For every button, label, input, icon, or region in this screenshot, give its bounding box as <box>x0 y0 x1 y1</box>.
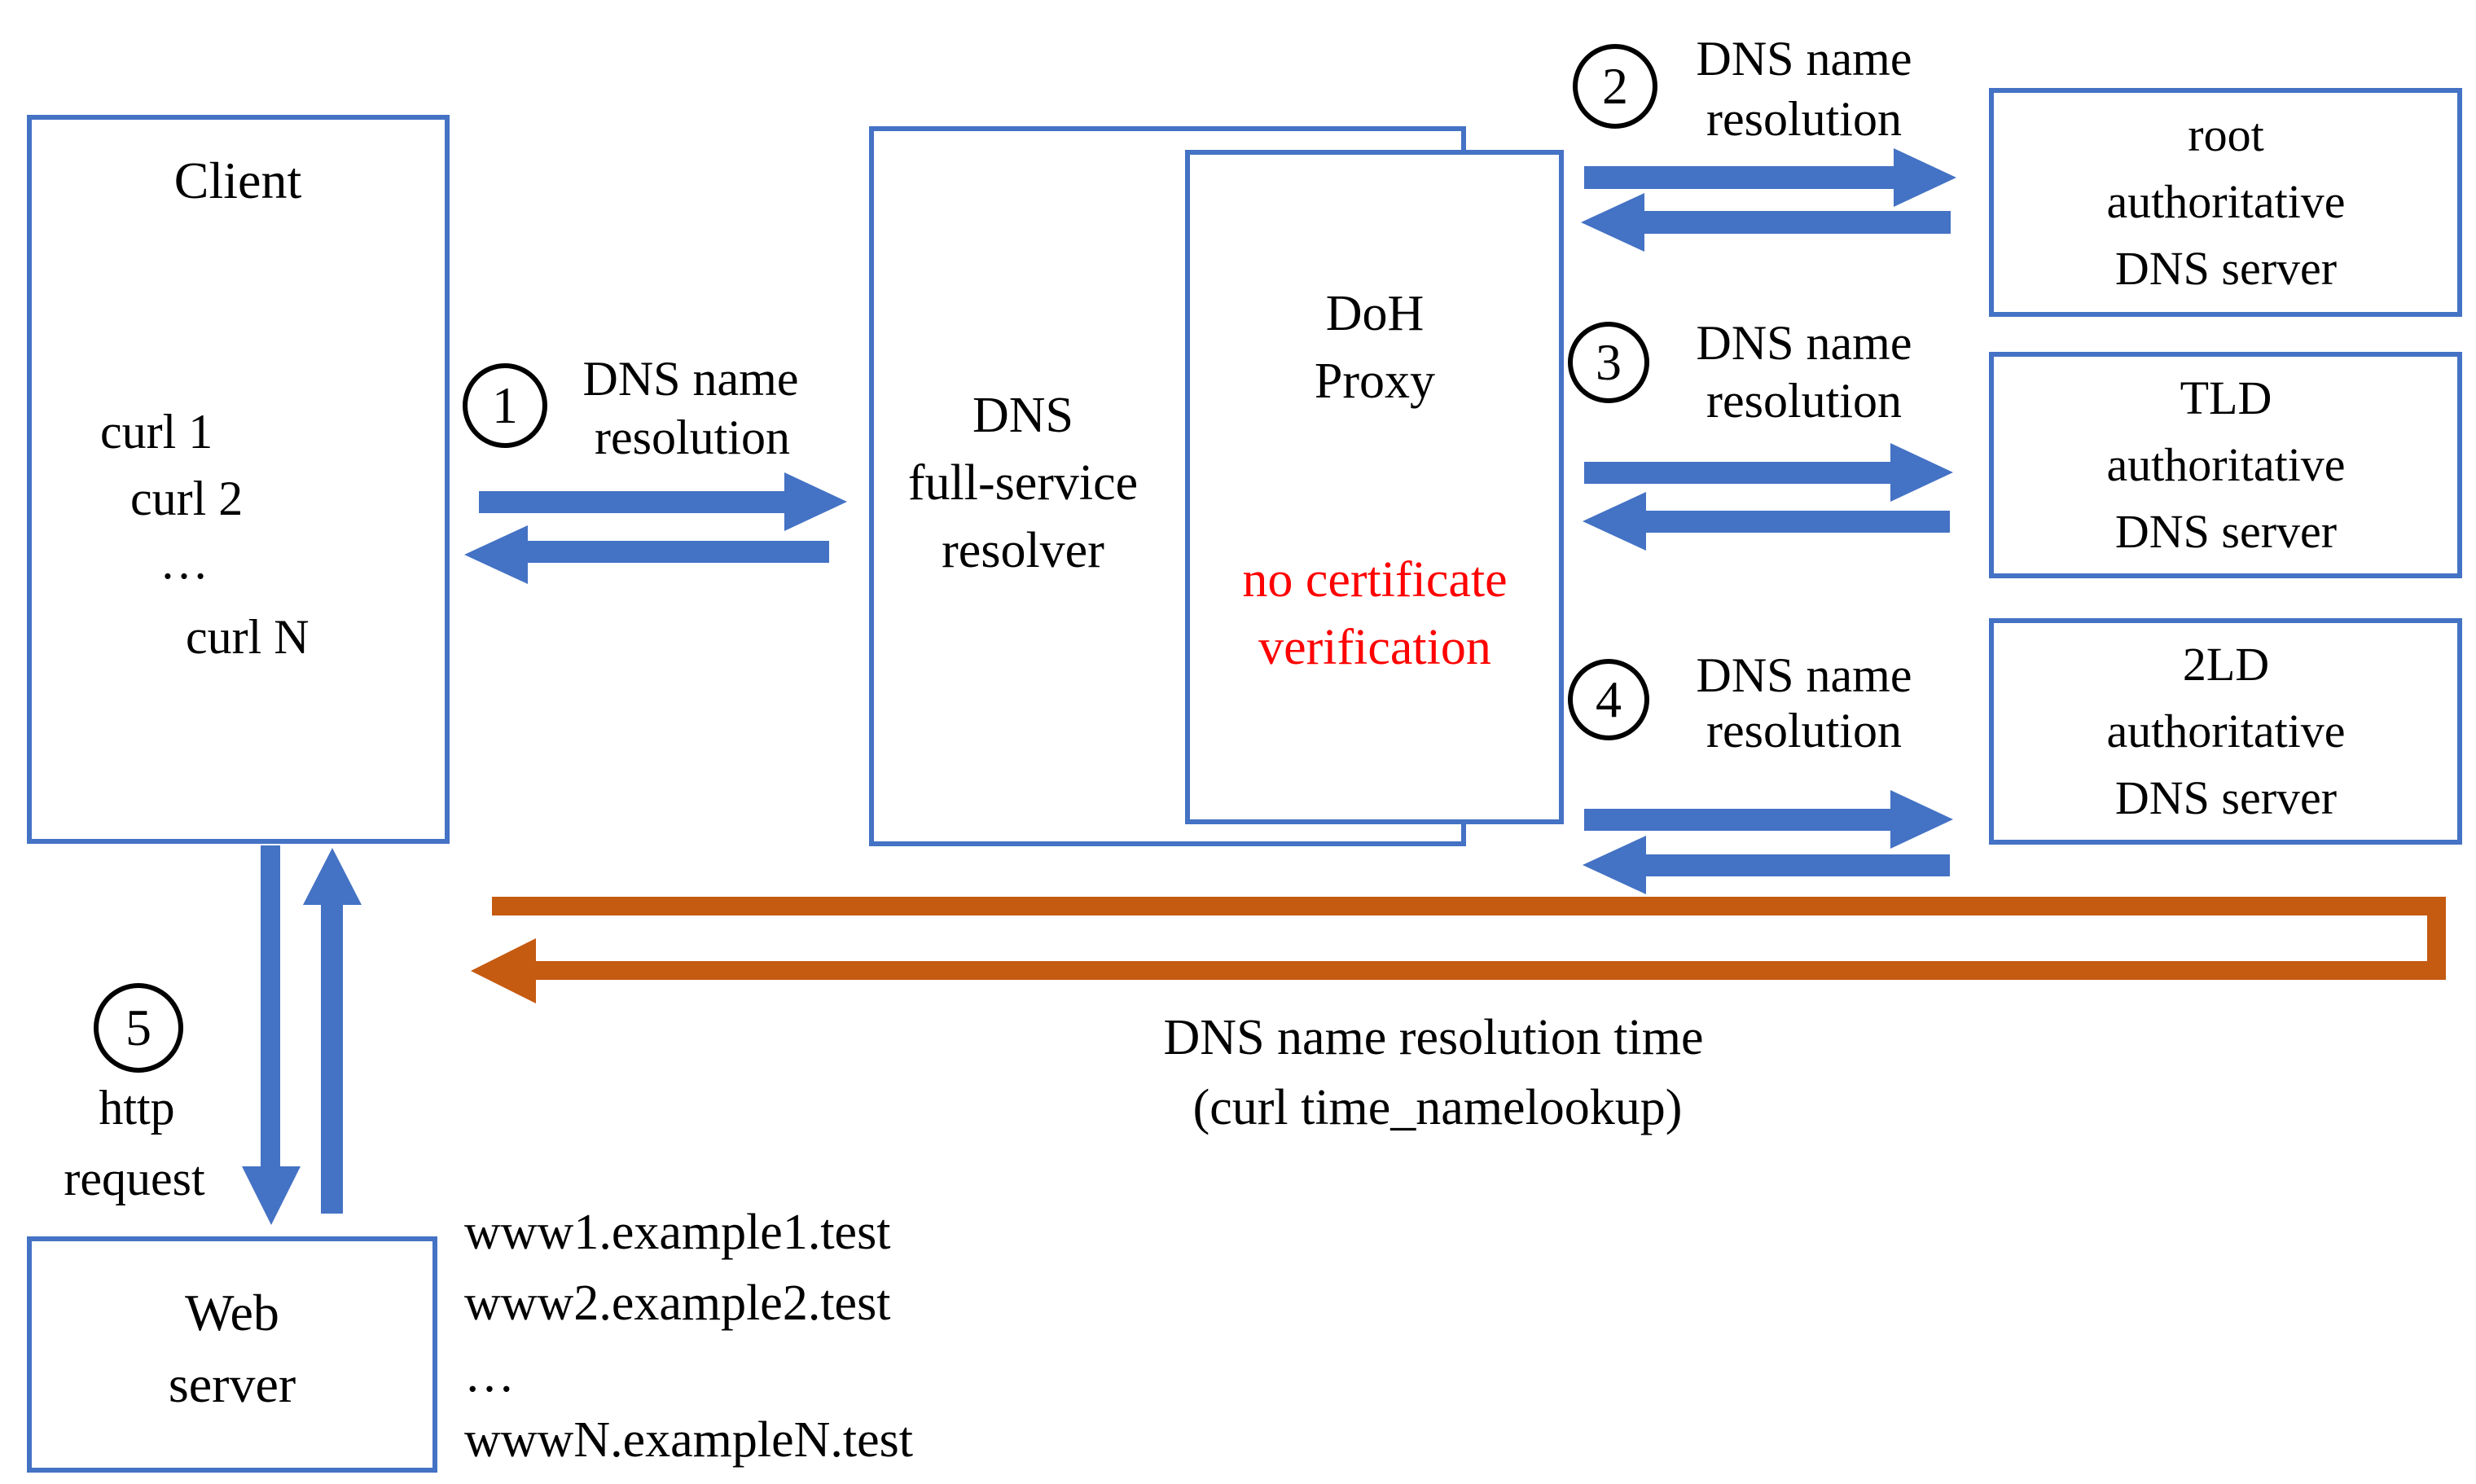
sld-dns-box <box>1989 618 2462 845</box>
step-5-badge: 5 <box>94 983 183 1073</box>
step-2-query-arrow-head <box>1894 148 1956 207</box>
step-5-request-arrow-shaft <box>261 845 280 1166</box>
step-3-badge: 3 <box>1568 322 1649 403</box>
sld-dns-line2: authoritative <box>2106 705 2346 757</box>
step-4-query-arrow-shaft <box>1584 809 1890 831</box>
web-server-box <box>27 1236 437 1473</box>
hostname-2: www2.example2.test <box>464 1275 891 1331</box>
step-3-query-arrow-head <box>1890 443 1953 502</box>
timing-arrow-bottom-bar <box>536 961 2446 980</box>
tld-dns-line3: DNS server <box>2114 505 2338 558</box>
step-5-label-line2: request <box>64 1152 205 1205</box>
tld-dns-line1: TLD <box>2180 371 2272 424</box>
root-dns-line2: authoritative <box>2106 175 2346 228</box>
step-1-label-line1: DNS name <box>582 352 799 406</box>
step-5-response-arrow-shaft <box>321 905 343 1214</box>
step-4-query-arrow-head <box>1890 790 1953 849</box>
step-4-badge: 4 <box>1568 659 1649 740</box>
curl-job-1: curl 1 <box>100 405 213 459</box>
doh-proxy-box <box>1185 150 1564 824</box>
step-2-badge: 2 <box>1573 44 1657 129</box>
root-dns-box <box>1989 88 2462 317</box>
root-dns-line1: root <box>2188 108 2264 161</box>
step-2-label-line1: DNS name <box>1696 32 1912 86</box>
timing-label-line1: DNS name resolution time <box>1163 1010 1704 1065</box>
curl-job-n: curl N <box>186 610 310 664</box>
step-2-label-line2: resolution <box>1706 92 1902 146</box>
web-server-line2: server <box>168 1355 296 1413</box>
timing-arrow-head <box>471 938 536 1003</box>
sld-dns-line3: DNS server <box>2114 771 2338 824</box>
curl-job-2: curl 2 <box>130 472 244 525</box>
tld-dns-line2: authoritative <box>2106 438 2346 491</box>
step-5-label-line1: http <box>99 1081 175 1135</box>
step-1-response-arrow-shaft <box>528 541 829 563</box>
step-5-response-arrow-head <box>303 848 362 905</box>
doh-label-line2: Proxy <box>1314 353 1436 409</box>
step-1-badge: 1 <box>463 363 547 448</box>
resolver-label-line1: DNS <box>972 388 1074 443</box>
step-2-query-arrow-shaft <box>1584 166 1894 189</box>
doh-warning-line1: no certificate <box>1242 552 1508 608</box>
client-title: Client <box>173 151 302 209</box>
step-2-response-arrow-head <box>1581 193 1644 252</box>
step-3-label-line2: resolution <box>1706 374 1902 428</box>
resolver-label-line3: resolver <box>942 523 1104 578</box>
hostname-1: www1.example1.test <box>464 1205 891 1260</box>
step-5-request-arrow-head <box>242 1166 301 1225</box>
root-dns-line3: DNS server <box>2114 242 2338 295</box>
step-1-response-arrow-head <box>464 525 528 584</box>
step-1-query-arrow-shaft <box>479 491 784 513</box>
web-server-line1: Web <box>185 1284 279 1341</box>
step-4-label-line2: resolution <box>1706 704 1902 757</box>
tld-dns-box <box>1989 352 2462 578</box>
timing-arrow-top-bar <box>492 897 2446 915</box>
step-4-label-line1: DNS name <box>1696 648 1912 702</box>
doh-warning-line2: verification <box>1258 620 1491 675</box>
step-3-query-arrow-shaft <box>1584 462 1890 484</box>
step-2-response-arrow-shaft <box>1644 211 1951 234</box>
resolver-label-line2: full-service <box>907 455 1139 511</box>
client-box <box>27 115 450 844</box>
step-4-response-arrow-shaft <box>1644 854 1950 876</box>
hostname-ellipsis: … <box>464 1347 515 1403</box>
timing-arrow-right-connector <box>2427 897 2446 980</box>
step-3-label-line1: DNS name <box>1696 316 1912 370</box>
step-1-label-line2: resolution <box>595 411 790 464</box>
sld-dns-line1: 2LD <box>2182 638 2270 691</box>
doh-label-line1: DoH <box>1325 286 1425 341</box>
step-4-response-arrow-head <box>1583 836 1646 894</box>
step-1-query-arrow-head <box>784 472 847 531</box>
step-3-response-arrow-head <box>1583 492 1646 551</box>
curl-job-ellipsis: … <box>160 535 209 589</box>
timing-label-line2: (curl time_namelookup) <box>1192 1080 1683 1135</box>
step-3-response-arrow-shaft <box>1644 511 1950 533</box>
hostname-n: wwwN.exampleN.test <box>464 1412 913 1468</box>
